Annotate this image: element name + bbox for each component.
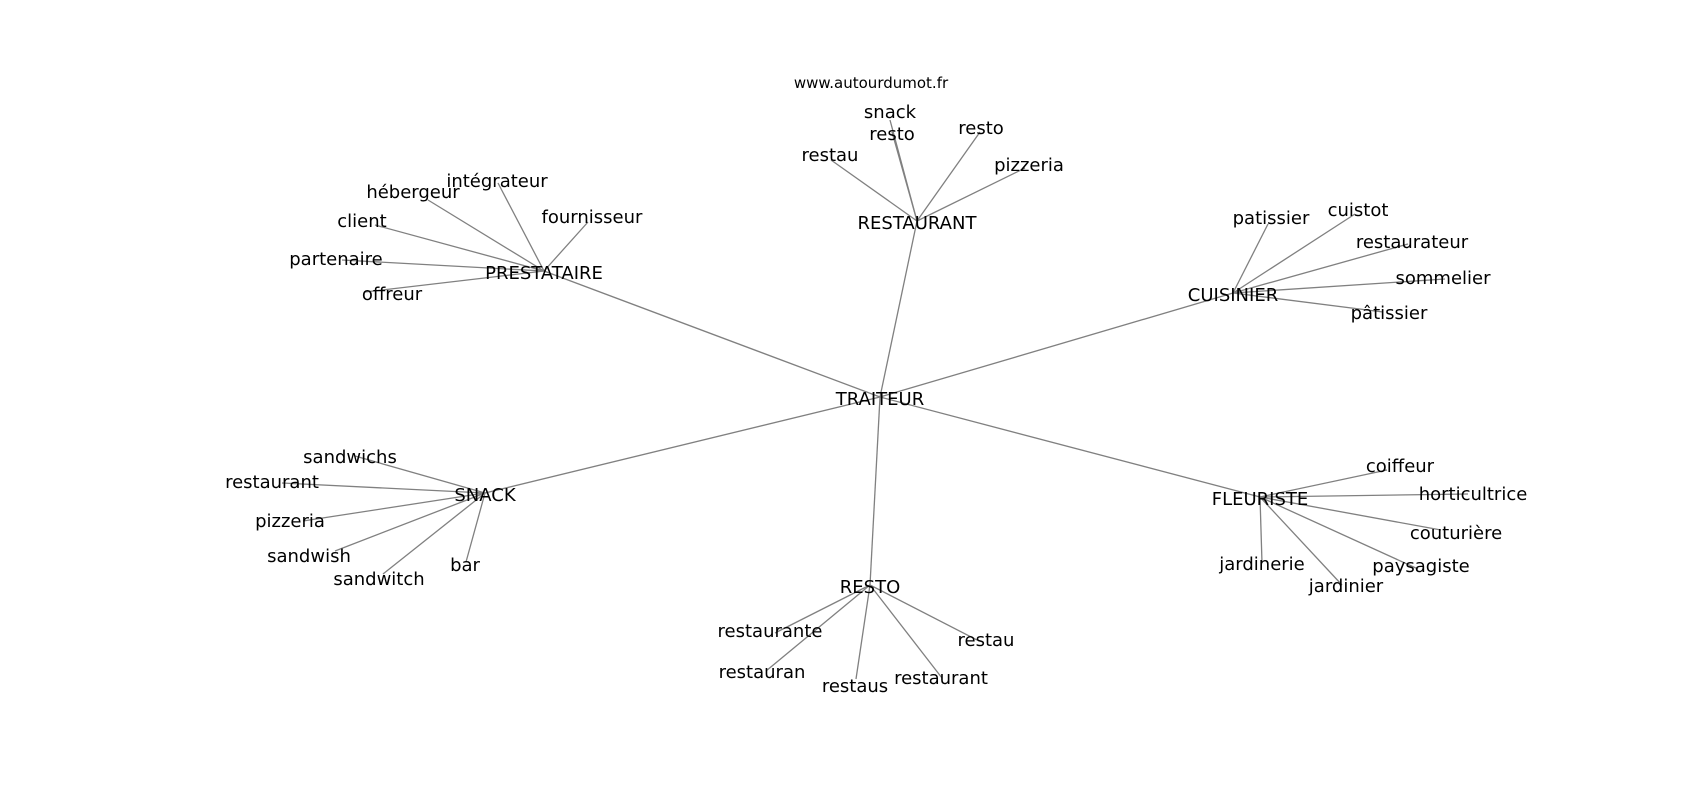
leaf-node-label: restau [958,630,1015,651]
edge-hub-1-to-leaf-4 [341,259,545,272]
hub-node-label: PRESTATAIRE [485,263,603,284]
leaf-node-label: sandwish [267,546,351,567]
edge-hub-0-to-leaf-2 [916,131,981,222]
leaf-node-label: bar [450,555,480,576]
hub-node-label: CUISINIER [1188,285,1278,306]
leaf-node-label: jardinier [1308,576,1384,597]
edge-hub-3-to-leaf-4 [382,492,486,575]
leaf-node-label: restau [802,145,859,166]
leaf-node-label: restaurateur [1356,232,1469,253]
leaf-node-label: partenaire [289,249,383,270]
edges-layer [281,119,1469,680]
leaf-node-label: resto [958,118,1004,139]
hub-node-label: RESTAURANT [858,213,978,234]
edge-center-to-hub-5 [869,396,881,586]
edge-center-to-hub-2 [879,292,1234,398]
leaf-node-label: resto [869,124,915,145]
leaf-node-label: restauran [719,662,806,683]
leaf-node-label: restaus [822,676,888,697]
edge-hub-0-to-leaf-4 [916,167,1026,222]
edge-hub-4-to-leaf-1 [1259,493,1469,498]
edge-hub-3-to-leaf-3 [334,492,486,552]
edge-hub-2-to-leaf-2 [1232,243,1409,294]
leaf-node-label: jardinerie [1218,554,1305,575]
hub-node-label: RESTO [840,577,900,598]
edge-hub-3-to-leaf-5 [465,492,486,563]
leaf-node-label: horticultrice [1419,484,1528,505]
leaf-node-label: snack [864,102,917,123]
edge-hub-1-to-leaf-5 [364,270,545,293]
edge-hub-5-to-leaf-0 [774,584,871,634]
edge-hub-5-to-leaf-3 [855,584,871,680]
leaf-node-label: pâtissier [1351,303,1428,324]
edge-hub-3-to-leaf-0 [354,455,486,494]
edge-center-to-hub-0 [879,220,918,398]
edge-hub-1-to-leaf-0 [497,182,545,272]
leaf-node-label: sommelier [1395,268,1491,289]
leaf-node-label: sandwitch [333,569,424,590]
edge-hub-2-to-leaf-1 [1232,223,1269,294]
edge-hub-0-to-leaf-3 [830,159,918,222]
edge-hub-4-to-leaf-0 [1259,469,1388,498]
leaf-node-label: restaurante [718,621,823,642]
edge-hub-3-to-leaf-2 [302,492,486,522]
edge-hub-5-to-leaf-2 [765,584,871,672]
leaf-node-label: hébergeur [366,182,460,203]
edge-hub-4-to-leaf-3 [1259,496,1419,570]
edge-center-to-hub-3 [484,396,881,494]
leaf-node-label: coiffeur [1366,456,1435,477]
edge-hub-4-to-leaf-4 [1259,496,1263,564]
hub-node-label: FLEURISTE [1212,489,1309,510]
leaf-node-label: client [337,211,386,232]
edge-center-to-hub-1 [543,270,881,398]
edge-hub-3-to-leaf-1 [281,482,486,494]
edge-center-to-hub-4 [879,396,1261,498]
edge-hub-5-to-leaf-1 [869,584,978,641]
leaf-node-label: couturière [1410,523,1502,544]
hub-node-label: SNACK [454,485,516,506]
watermark-text: www.autourdumot.fr [794,74,949,92]
leaf-node-label: fournisseur [542,207,643,228]
leaf-node-label: pizzeria [994,155,1064,176]
leaf-node-label: restaurant [225,472,319,493]
edge-hub-2-to-leaf-0 [1232,213,1356,294]
leaf-node-label: sandwichs [303,447,397,468]
edge-hub-2-to-leaf-3 [1232,278,1446,294]
edge-hub-4-to-leaf-2 [1259,496,1442,531]
leaf-node-label: restaurant [894,668,988,689]
leaf-node-label: offreur [362,284,423,305]
leaf-node-label: patissier [1233,208,1310,229]
edge-hub-0-to-leaf-1 [891,131,918,222]
leaf-node-label: intégrateur [446,171,548,192]
center-node-label: TRAITEUR [835,389,924,410]
leaf-node-label: cuistot [1328,200,1389,221]
edge-hub-1-to-leaf-3 [543,221,589,272]
leaf-node-label: pizzeria [255,511,325,532]
edge-hub-5-to-leaf-4 [869,584,943,679]
leaf-node-label: paysagiste [1372,556,1469,577]
edge-hub-1-to-leaf-2 [374,224,545,272]
edge-hub-1-to-leaf-1 [427,199,545,272]
edge-hub-4-to-leaf-5 [1259,496,1343,586]
edge-hub-2-to-leaf-4 [1232,292,1384,313]
